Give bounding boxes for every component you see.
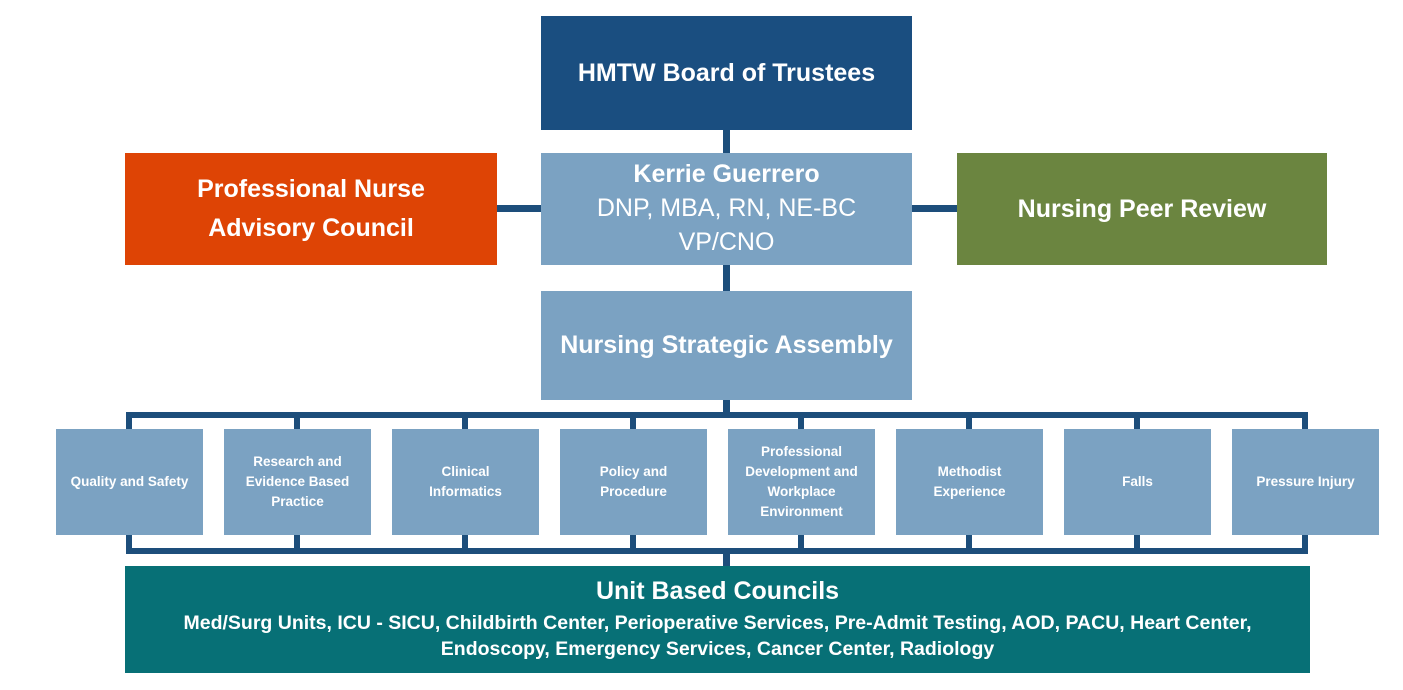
council-box-research-ebp: Research and Evidence Based Practice bbox=[224, 429, 371, 535]
council-box-pressure-injury: Pressure Injury bbox=[1232, 429, 1379, 535]
nursing-strategic-assembly-box: Nursing Strategic Assembly bbox=[541, 291, 912, 400]
connector-bottom-stub bbox=[294, 534, 300, 550]
connector-top-stub bbox=[798, 416, 804, 430]
connector-top-bus bbox=[126, 412, 1308, 418]
connector-cno-to-right bbox=[911, 205, 958, 212]
cno-box: Kerrie Guerrero DNP, MBA, RN, NE-BC VP/C… bbox=[541, 153, 912, 265]
connector-bottom-stub bbox=[126, 534, 132, 550]
professional-nurse-advisory-council-box: Professional Nurse Advisory Council bbox=[125, 153, 497, 265]
council-box-clinical-informatics: Clinical Informatics bbox=[392, 429, 539, 535]
connector-top-stub bbox=[1134, 416, 1140, 430]
council-label: Pressure Injury bbox=[1256, 473, 1355, 489]
connector-cno-to-assembly bbox=[723, 263, 730, 293]
council-box-professional-development: Professional Development and Workplace E… bbox=[728, 429, 875, 535]
connector-bottom-stub bbox=[1302, 534, 1308, 550]
unit-based-councils-box: Unit Based Councils Med/Surg Units, ICU … bbox=[125, 566, 1310, 673]
council-box-policy-and-procedure: Policy and Procedure bbox=[560, 429, 707, 535]
council-label: Quality and Safety bbox=[70, 473, 189, 489]
council-label: Falls bbox=[1122, 473, 1153, 489]
cno-credentials: DNP, MBA, RN, NE-BC bbox=[596, 194, 857, 223]
nursing-peer-review-box: Nursing Peer Review bbox=[957, 153, 1327, 265]
council-label: Research and Evidence Based Practice bbox=[245, 453, 350, 510]
council-label: Clinical Informatics bbox=[429, 463, 502, 499]
council-label: Policy and Procedure bbox=[599, 463, 668, 499]
connector-top-stub bbox=[966, 416, 972, 430]
cno-title: VP/CNO bbox=[678, 227, 775, 256]
unit-based-councils-title: Unit Based Councils bbox=[595, 576, 840, 605]
council-label: Professional Development and Workplace E… bbox=[745, 443, 858, 520]
connector-bottom-stub bbox=[798, 534, 804, 550]
council-box-methodist-experience: Methodist Experience bbox=[896, 429, 1043, 535]
connector-bottom-stub bbox=[1134, 534, 1140, 550]
professional-nurse-advisory-council-label: Professional Nurse Advisory Council bbox=[197, 175, 425, 242]
connector-bottom-stub bbox=[462, 534, 468, 550]
connector-top-stub bbox=[1302, 416, 1308, 430]
connector-bus-to-unit-based bbox=[723, 552, 730, 567]
board-of-trustees-label: HMTW Board of Trustees bbox=[577, 58, 876, 87]
board-of-trustees-box: HMTW Board of Trustees bbox=[541, 16, 912, 130]
connector-top-stub bbox=[294, 416, 300, 430]
cno-name: Kerrie Guerrero bbox=[633, 160, 820, 189]
nursing-strategic-assembly-label: Nursing Strategic Assembly bbox=[560, 331, 893, 359]
unit-based-councils-units: Med/Surg Units, ICU - SICU, Childbirth C… bbox=[183, 611, 1252, 660]
council-box-falls: Falls bbox=[1064, 429, 1211, 535]
connector-top-stub bbox=[126, 416, 132, 430]
council-box-quality-and-safety: Quality and Safety bbox=[56, 429, 203, 535]
connector-cno-to-left bbox=[496, 205, 542, 212]
nursing-peer-review-label: Nursing Peer Review bbox=[1017, 194, 1267, 223]
council-label: Methodist Experience bbox=[933, 463, 1006, 499]
connector-top-stub bbox=[630, 416, 636, 430]
connector-bottom-bus bbox=[126, 548, 1308, 554]
connector-bottom-stub bbox=[966, 534, 972, 550]
connector-assembly-to-bus bbox=[723, 398, 730, 414]
connector-bottom-stub bbox=[630, 534, 636, 550]
connector-top-stub bbox=[462, 416, 468, 430]
connector-board-to-cno bbox=[723, 128, 730, 155]
